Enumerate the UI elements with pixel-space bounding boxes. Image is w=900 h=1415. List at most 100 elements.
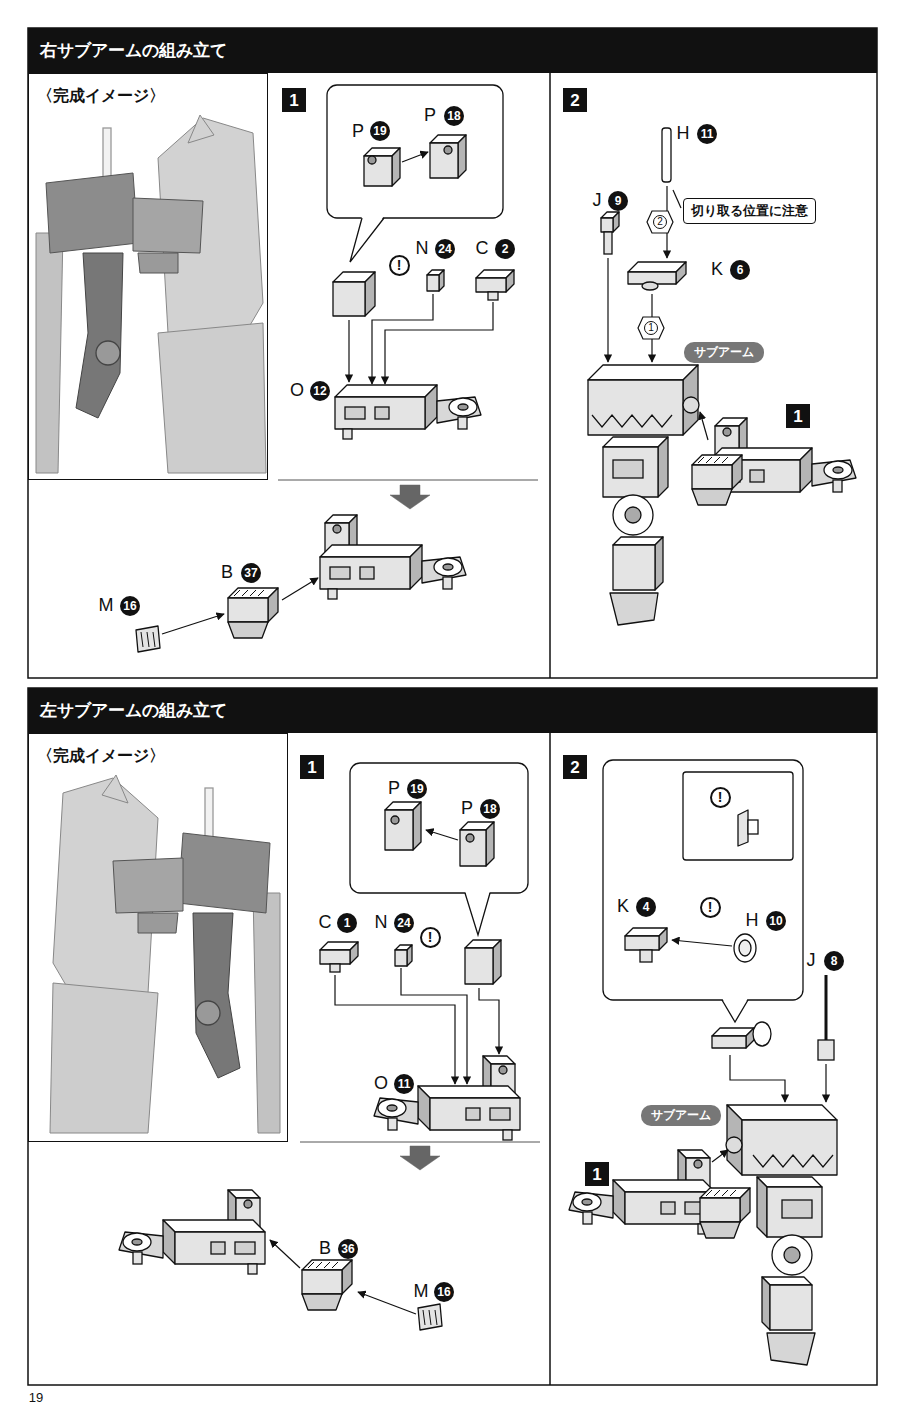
part-side xyxy=(365,272,375,316)
figure-shape xyxy=(178,833,270,913)
part-outline xyxy=(235,1242,255,1254)
part-front xyxy=(427,275,439,291)
part-letter: B xyxy=(319,1239,331,1259)
part-number: 16 xyxy=(434,1282,454,1302)
node-text: 〈完成イメージ〉 xyxy=(37,746,165,767)
part-round xyxy=(833,467,843,473)
part-number: 4 xyxy=(636,897,656,917)
part-side xyxy=(486,822,494,866)
part-outline xyxy=(488,292,498,300)
ridge-line xyxy=(250,590,256,596)
part-side xyxy=(458,135,466,178)
part-letter: N xyxy=(416,239,429,259)
page-number: 19 xyxy=(29,1390,43,1405)
part-round xyxy=(333,525,341,533)
figure-shape xyxy=(138,913,178,933)
part-number: 19 xyxy=(407,779,427,799)
assembly-arrow xyxy=(402,152,428,162)
part-round xyxy=(132,1239,142,1245)
hexagon-outline xyxy=(638,317,664,339)
part-outline xyxy=(375,407,389,419)
detail-line xyxy=(592,415,672,427)
callout-tail xyxy=(722,1000,748,1022)
assembly-arrow xyxy=(358,1292,416,1314)
elbow-joint xyxy=(772,1235,812,1275)
part-front xyxy=(175,1232,265,1264)
part-top xyxy=(418,1086,520,1098)
base-part xyxy=(119,1190,265,1274)
panel-divider xyxy=(549,73,551,678)
figure-shape xyxy=(158,323,266,473)
figure-shape xyxy=(102,775,128,803)
part-outline xyxy=(330,964,340,972)
part-outline xyxy=(818,1040,834,1060)
assembly-arrow xyxy=(730,1055,785,1102)
part-number: 24 xyxy=(394,913,414,933)
part-letter: B xyxy=(221,563,233,583)
part-letter: K xyxy=(617,897,629,917)
finished-image xyxy=(50,775,280,1133)
part-letter: N xyxy=(375,913,388,933)
figure-shape xyxy=(188,115,214,143)
part-front xyxy=(320,557,410,589)
assembly-arrow xyxy=(825,1064,826,1102)
figure-shape xyxy=(76,253,123,418)
part-side xyxy=(268,588,278,622)
assembly-arrow xyxy=(385,302,493,384)
ridge-line xyxy=(429,1310,431,1325)
ridge-line xyxy=(706,457,712,463)
part-front xyxy=(335,397,425,429)
part-side xyxy=(506,270,514,292)
ridge-line xyxy=(706,1190,712,1196)
elbow-joint xyxy=(625,507,641,523)
part-round xyxy=(582,1199,592,1205)
part-outline xyxy=(503,1130,512,1140)
node-text: 1 xyxy=(307,759,316,776)
part-outline xyxy=(748,820,758,834)
part-side xyxy=(800,448,812,492)
part-round xyxy=(378,1099,406,1117)
figure-shape xyxy=(113,858,183,913)
ridge-line xyxy=(324,1262,330,1268)
node-text: 〈完成イメージ〉 xyxy=(37,86,165,107)
part-side xyxy=(163,1220,175,1264)
part-round xyxy=(387,1105,397,1111)
part-outline xyxy=(458,417,467,429)
part-number: 2 xyxy=(495,239,515,259)
part-front xyxy=(430,1098,520,1130)
part-round xyxy=(244,1200,252,1208)
part-front xyxy=(228,598,268,622)
part-top xyxy=(757,1177,822,1187)
part-letter: O xyxy=(374,1074,388,1094)
elbow-joint xyxy=(784,1247,800,1263)
part-top xyxy=(613,1180,715,1192)
callout-tail xyxy=(465,891,490,935)
node-text: サブアーム xyxy=(694,344,754,361)
ridge-line xyxy=(147,632,149,647)
part-top xyxy=(588,365,698,380)
part-top xyxy=(335,385,437,397)
next-step-arrow xyxy=(390,485,430,509)
step-number: 1 xyxy=(786,404,810,428)
base-part xyxy=(569,1150,715,1234)
ridge-line xyxy=(423,1310,425,1325)
part-number: 6 xyxy=(730,260,750,280)
callout-tail xyxy=(350,216,384,262)
base-part xyxy=(374,1056,520,1140)
part-outline xyxy=(661,1202,675,1214)
part-front xyxy=(430,143,458,178)
joint-socket xyxy=(726,1137,742,1153)
part-outline xyxy=(610,593,658,625)
part-side xyxy=(439,270,444,291)
figure-shape xyxy=(253,893,280,1133)
part-number: 16 xyxy=(120,596,140,616)
part-number: 19 xyxy=(370,121,390,141)
part-outline xyxy=(443,577,452,589)
part-front xyxy=(320,950,350,964)
part-outline xyxy=(583,1212,592,1224)
part-outline xyxy=(211,1242,225,1254)
part-tag: サブアーム xyxy=(641,1105,721,1126)
part-number: 36 xyxy=(338,1239,358,1259)
part-outline xyxy=(700,1222,740,1238)
figure-shape xyxy=(50,983,158,1133)
